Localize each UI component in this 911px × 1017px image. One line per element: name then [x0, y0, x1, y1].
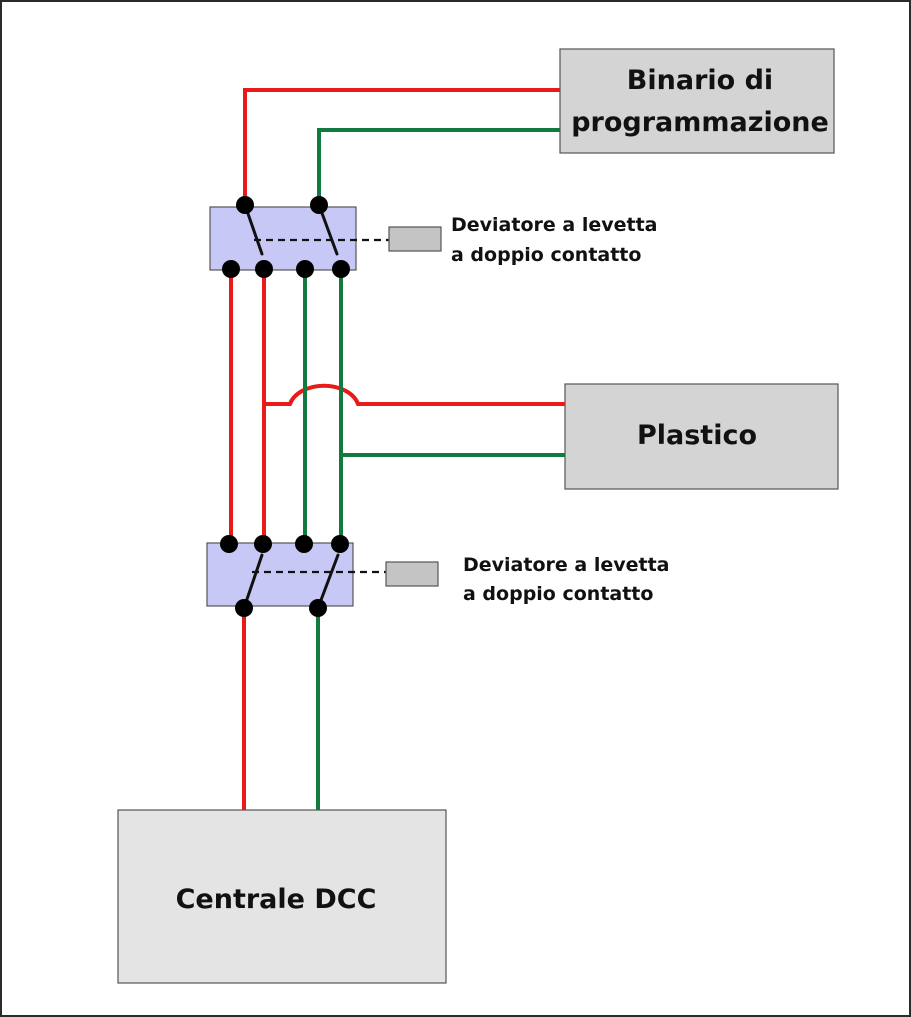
layout-rect	[564, 383, 839, 490]
top-switch-terminal	[310, 196, 328, 214]
layout-box: Plastico	[564, 383, 839, 490]
top-switch-terminal	[222, 260, 240, 278]
green-wire-programming-track	[317, 128, 560, 203]
red-wire-layout-with-crossover	[264, 383, 565, 406]
top-switch-handle	[388, 226, 442, 252]
top-switch-note-line2: a doppio contatto	[451, 244, 641, 266]
dcc-central-label: Centrale DCC	[176, 884, 377, 915]
bottom-switch-terminal	[254, 535, 272, 553]
programming-track-label-line1: Binario di	[627, 65, 773, 96]
programming-track-box: Binario di programmazione	[559, 48, 835, 154]
bottom-switch-note-line2: a doppio contatto	[463, 583, 653, 605]
top-switch-terminal	[236, 196, 254, 214]
dcc-central-box: Centrale DCC	[117, 809, 447, 984]
bottom-switch-note-line1: Deviatore a levetta	[463, 554, 669, 576]
programming-track-rect	[559, 48, 835, 154]
top-switch-terminal	[296, 260, 314, 278]
bottom-switch-terminal	[235, 599, 253, 617]
bottom-switch-terminal	[220, 535, 238, 553]
top-switch-note-line1: Deviatore a levetta	[451, 214, 657, 236]
bottom-switch-right-lever	[316, 553, 340, 610]
layout-label: Plastico	[637, 420, 757, 451]
programming-track-label-line2: programmazione	[571, 107, 829, 138]
top-switch-terminal	[332, 260, 350, 278]
bottom-switch-left-lever	[242, 553, 264, 610]
bottom-switch-terminal	[295, 535, 313, 553]
top-switch-terminal	[255, 260, 273, 278]
red-wire-programming-track	[243, 88, 560, 203]
bottom-switch-body	[206, 542, 354, 607]
bottom-switch-terminal	[331, 535, 349, 553]
bottom-switch-terminal	[309, 599, 327, 617]
bottom-switch-handle	[385, 561, 439, 587]
dcc-central-rect	[117, 809, 447, 984]
